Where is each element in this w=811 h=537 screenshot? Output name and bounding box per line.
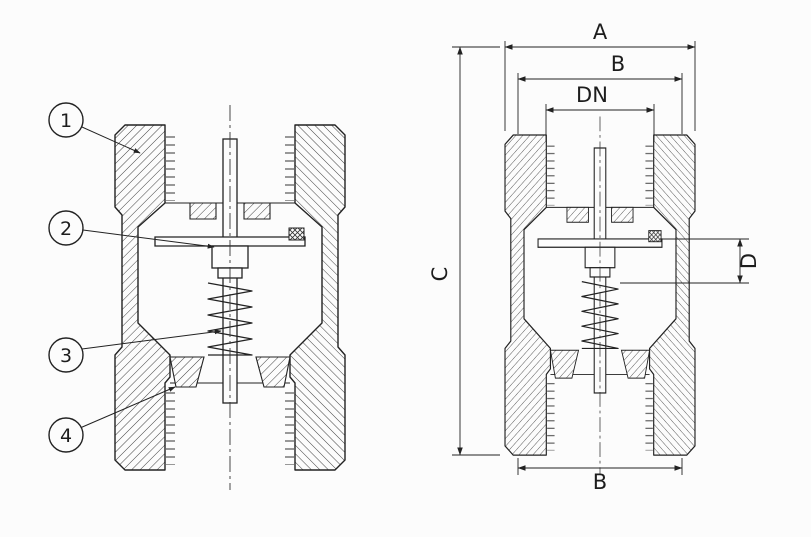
- dim-b-bottom: B: [517, 458, 683, 494]
- callout-balloon: [48, 102, 84, 138]
- dim-dn: DN: [545, 83, 655, 141]
- callout-number: 3: [60, 345, 72, 367]
- callout-balloon: [48, 210, 84, 246]
- dim-label-dn: DN: [576, 83, 608, 107]
- callout-number: 2: [60, 218, 72, 240]
- callout-2: 2: [48, 210, 215, 249]
- leader-line: [81, 329, 222, 350]
- callout-4: 4: [48, 386, 176, 453]
- leader-line: [82, 229, 215, 249]
- callout-3: 3: [48, 329, 222, 373]
- dim-c: C: [428, 46, 500, 456]
- callout-number: 4: [60, 425, 72, 447]
- dim-label-a: A: [593, 20, 608, 44]
- dim-label-b-top: B: [611, 52, 625, 76]
- left-section-view: [115, 105, 345, 490]
- dim-label-c: C: [428, 267, 452, 282]
- dim-b-top: B: [517, 52, 683, 134]
- dimensions: A B DN C D: [428, 20, 761, 494]
- callout-number: 1: [60, 110, 72, 132]
- callouts: 1 2 3 4: [48, 102, 222, 453]
- callout-balloon: [48, 417, 84, 453]
- dim-a: A: [504, 20, 696, 131]
- right-section-view: [505, 116, 695, 473]
- dim-label-b-bottom: B: [593, 470, 607, 494]
- leader-line: [81, 126, 141, 154]
- leader-line: [79, 386, 176, 429]
- callout-1: 1: [48, 102, 141, 154]
- dim-d: D: [620, 238, 761, 284]
- callout-balloon: [48, 337, 84, 373]
- dim-label-d: D: [737, 253, 761, 269]
